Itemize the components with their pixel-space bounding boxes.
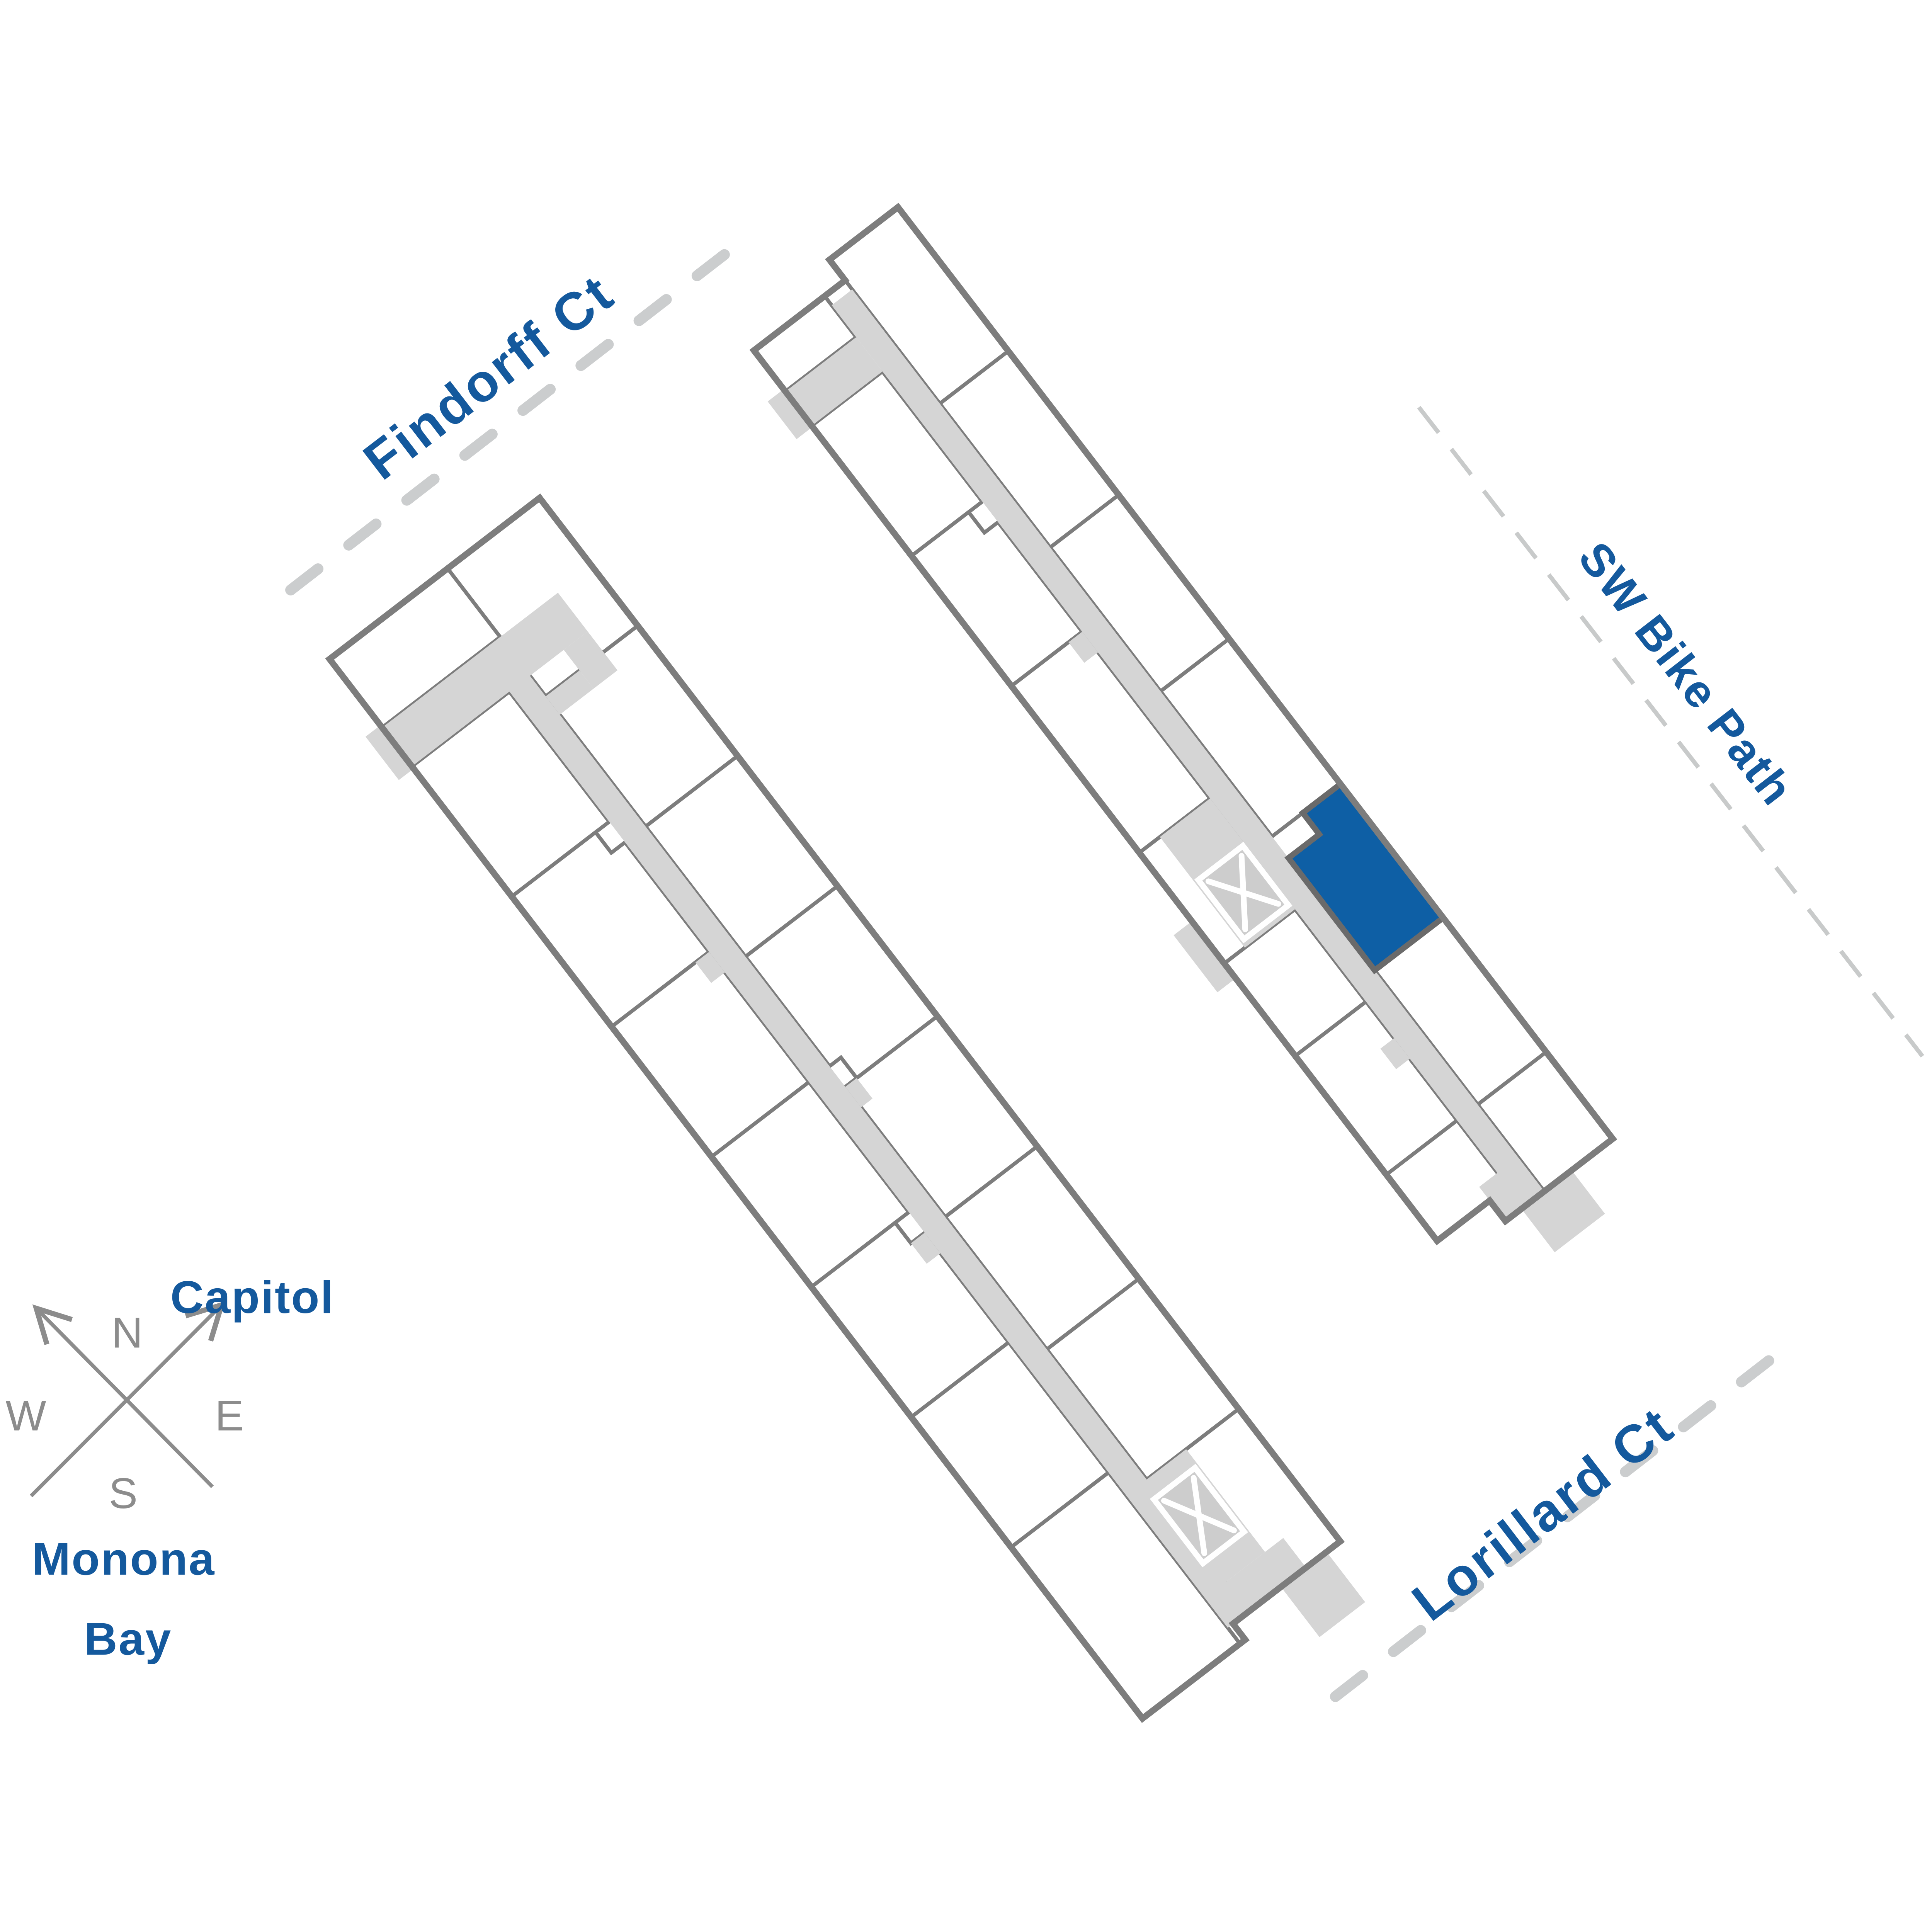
compass-label-south: S — [109, 1469, 138, 1517]
street-line-lorillard — [1330, 1334, 1801, 1702]
street-lorillard: Lorillard Ct — [1330, 1334, 1801, 1702]
landmark-capitol: Capitol — [170, 1272, 335, 1323]
compass-arrowhead-ne — [185, 1301, 226, 1342]
elevator-icon — [1150, 1464, 1248, 1568]
corridor-exit-apron — [1521, 1170, 1605, 1252]
elevator-icon — [1194, 842, 1293, 944]
landmark-monona-line1: Monona — [32, 1534, 216, 1585]
corridor-entry-apron — [767, 389, 813, 439]
landmark-monona-bay: Monona Bay — [32, 1534, 216, 1665]
street-line-sw-bike-path — [1417, 406, 1924, 1058]
building-outline — [749, 202, 1617, 1245]
compass-arrowhead-nw — [32, 1304, 73, 1345]
compass-label-west: W — [5, 1391, 46, 1440]
street-label-sw-bike-path: SW Bike Path — [1568, 532, 1803, 815]
compass-arrow-nw — [35, 1307, 214, 1488]
compass-label-east: E — [215, 1391, 244, 1440]
compass-label-north: N — [112, 1308, 143, 1357]
corridor-side-apron — [1173, 921, 1236, 993]
street-line-findorff — [285, 226, 760, 596]
landmark-monona-line2: Bay — [84, 1614, 172, 1665]
building-north — [749, 202, 1617, 1252]
corridor-entry-apron — [365, 725, 414, 780]
building-south — [325, 493, 1365, 1723]
building-outline — [325, 493, 1345, 1723]
street-label-lorillard: Lorillard Ct — [1401, 1395, 1685, 1632]
compass-rose: N E S W — [5, 1301, 244, 1517]
street-sw-bike-path: SW Bike Path — [1417, 406, 1924, 1058]
street-label-findorff: Findorff Ct — [353, 263, 625, 491]
